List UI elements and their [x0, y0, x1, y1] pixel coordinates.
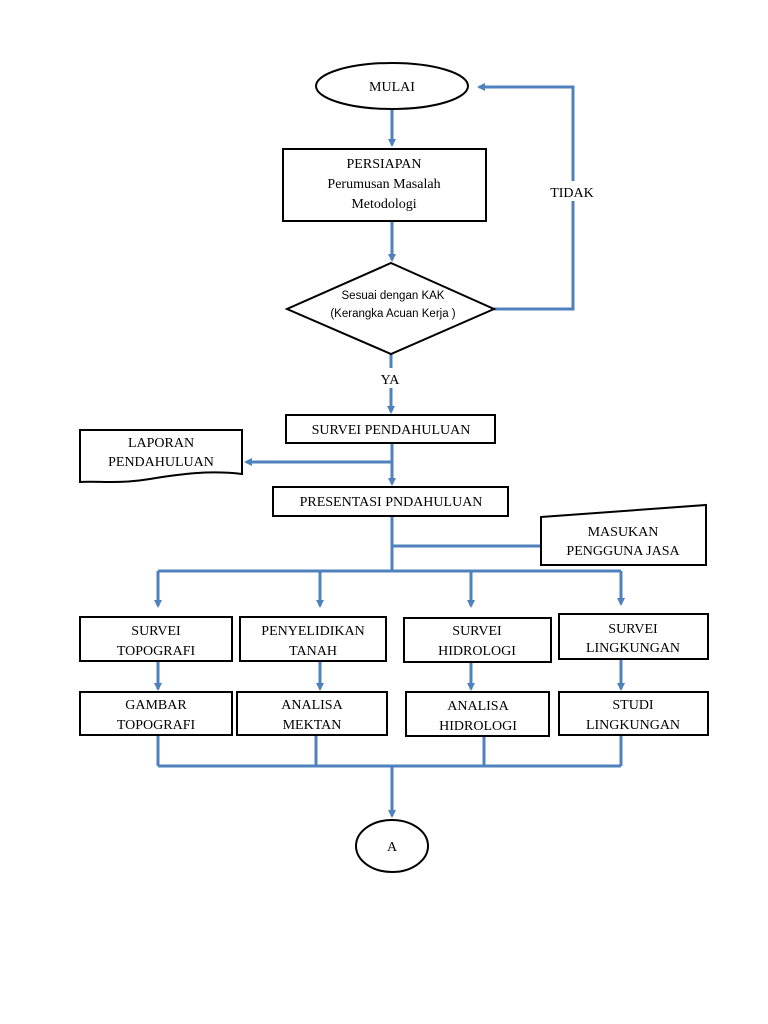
analysis-1-line-2: TOPOGRAFI — [117, 718, 196, 733]
survey-1-line-2: TOPOGRAFI — [117, 644, 196, 659]
survey-1-line-1: SURVEI — [131, 624, 181, 639]
survey-2-line-1: PENYELIDIKAN — [261, 624, 364, 639]
analysis-2-line-1: ANALISA — [281, 698, 343, 713]
survey-environment-node: SURVEI LINGKUNGAN — [558, 613, 709, 660]
preliminary-report-node: LAPORAN PENDAHULUAN — [79, 429, 243, 484]
survey-row: SURVEI TOPOGRAFI PENYELIDIKAN TANAH SURV… — [79, 613, 709, 663]
no-label: TIDAK — [550, 186, 594, 201]
preliminary-report-line-1: LAPORAN — [128, 436, 194, 451]
no-label-group: TIDAK — [546, 181, 600, 201]
decision-line-2: (Kerangka Acuan Kerja ) — [330, 308, 455, 320]
decision-line-1: Sesuai dengan KAK — [342, 290, 445, 302]
environment-study-node: STUDI LINGKUNGAN — [558, 691, 709, 736]
topography-drawing-node: GAMBAR TOPOGRAFI — [79, 691, 233, 736]
survey-topography-node: SURVEI TOPOGRAFI — [79, 616, 233, 662]
soil-mechanics-analysis-node: ANALISA MEKTAN — [236, 691, 388, 736]
preliminary-presentation-node: PRESENTASI PNDAHULUAN — [272, 486, 509, 517]
analysis-4-line-2: LINGKUNGAN — [586, 718, 680, 733]
yes-label: YA — [381, 373, 401, 388]
soil-investigation-node: PENYELIDIKAN TANAH — [239, 616, 387, 662]
yes-label-group: YA — [376, 368, 406, 388]
preliminary-report-line-2: PENDAHULUAN — [108, 455, 214, 470]
preliminary-survey-label: SURVEI PENDAHULUAN — [312, 423, 471, 438]
analysis-4-line-1: STUDI — [612, 698, 654, 713]
preparation-node: PERSIAPAN Perumusan Masalah Metodologi — [282, 148, 487, 222]
survey-3-line-1: SURVEI — [452, 624, 502, 639]
connector-node: A — [355, 819, 429, 873]
connectors — [154, 83, 625, 818]
client-input-line-1: MASUKAN — [588, 525, 659, 540]
analysis-3-line-1: ANALISA — [447, 699, 509, 714]
analysis-row: GAMBAR TOPOGRAFI ANALISA MEKTAN ANALISA … — [79, 691, 709, 737]
preliminary-survey-node: SURVEI PENDAHULUAN — [285, 414, 496, 444]
survey-4-line-1: SURVEI — [608, 622, 658, 637]
preparation-line-2: Perumusan Masalah — [327, 177, 440, 192]
analysis-1-line-1: GAMBAR — [125, 698, 187, 713]
survey-4-line-2: LINGKUNGAN — [586, 641, 680, 656]
preliminary-presentation-label: PRESENTASI PNDAHULUAN — [300, 495, 483, 510]
survey-3-line-2: HIDROLOGI — [438, 644, 516, 659]
survey-2-line-2: TANAH — [289, 644, 337, 659]
preparation-line-1: PERSIAPAN — [347, 157, 422, 172]
start-label: MULAI — [369, 80, 415, 95]
hydrology-analysis-node: ANALISA HIDROLOGI — [405, 691, 550, 737]
client-input-line-2: PENGGUNA JASA — [566, 544, 680, 559]
connector-label: A — [387, 840, 398, 855]
start-node: MULAI — [315, 62, 469, 110]
analysis-3-line-2: HIDROLOGI — [439, 719, 517, 734]
preparation-line-3: Metodologi — [351, 197, 416, 212]
decision-node: Sesuai dengan KAK (Kerangka Acuan Kerja … — [284, 261, 497, 356]
client-input-node: MASUKAN PENGGUNA JASA — [540, 503, 707, 566]
survey-hydrology-node: SURVEI HIDROLOGI — [403, 617, 552, 663]
analysis-2-line-2: MEKTAN — [283, 718, 342, 733]
